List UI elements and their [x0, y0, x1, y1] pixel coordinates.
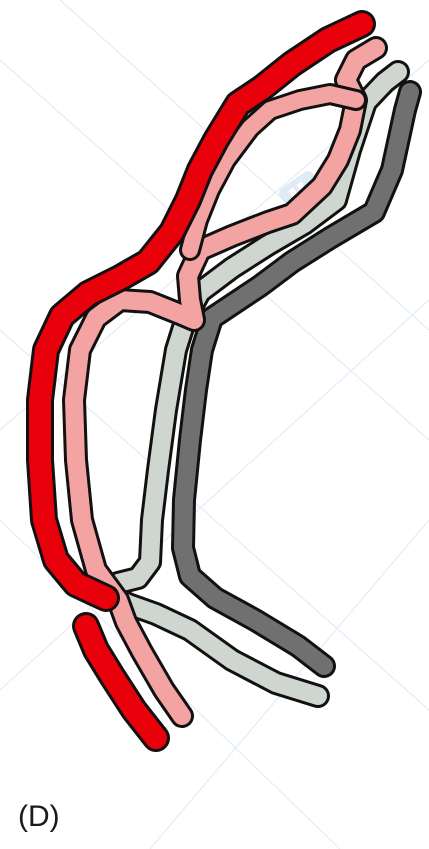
panel-label: (D) [18, 800, 60, 834]
light-gray-strand [108, 72, 398, 696]
